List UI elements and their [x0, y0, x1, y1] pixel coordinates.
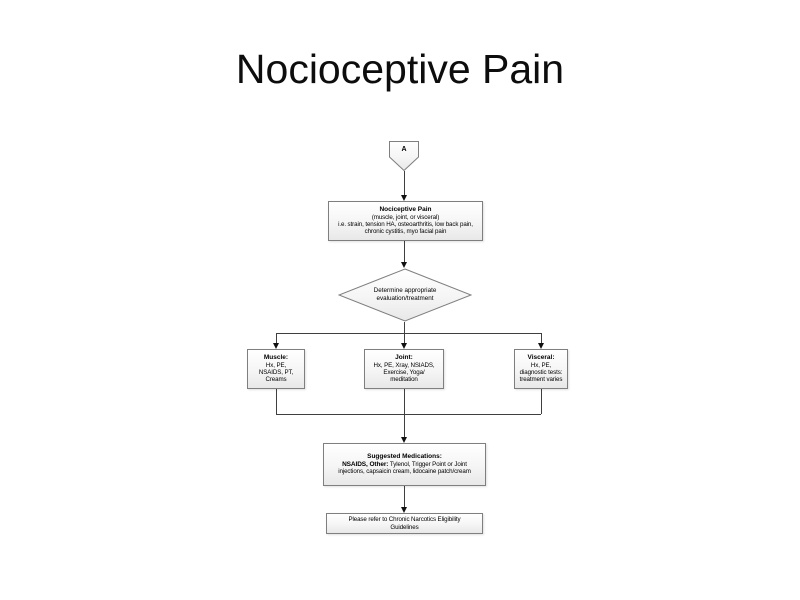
- slide-title: Nocioceptive Pain: [235, 46, 565, 92]
- muscle-box: Muscle: Hx, PE, NSAIDS, PT, Creams: [247, 349, 305, 389]
- box-body: Hx, PE, diagnostic tests: treatment vari…: [519, 361, 563, 384]
- box-heading: Joint:: [395, 354, 413, 362]
- medications-line2-bold: NSAIDS, Other:: [342, 460, 389, 468]
- box-body: (muscle, joint, or visceral) i.e. strain…: [338, 213, 473, 236]
- connector-line: [404, 389, 405, 437]
- suggested-medications-box: Suggested Medications: NSAIDS, Other: Ty…: [323, 443, 486, 486]
- guidelines-box: Please refer to Chronic Narcotics Eligib…: [326, 513, 483, 534]
- connector-line: [276, 333, 541, 334]
- connector-line: [404, 486, 405, 507]
- offpage-connector-a: A: [389, 141, 419, 171]
- connector-line: [276, 389, 277, 414]
- connector-line: [404, 322, 405, 333]
- box-body: Hx, PE, NSAIDS, PT, Creams: [258, 361, 294, 384]
- pentagon-shape: [389, 141, 419, 171]
- arrowhead: [401, 343, 407, 349]
- connector-line: [404, 333, 405, 343]
- connector-line: [404, 241, 405, 262]
- box-heading: Muscle:: [263, 354, 289, 362]
- arrowhead: [401, 195, 407, 201]
- arrowhead: [401, 507, 407, 513]
- joint-box: Joint: Hx, PE, Xray, NSIADS, Exercise, Y…: [364, 349, 444, 389]
- connector-a-label: A: [401, 146, 407, 153]
- arrowhead: [401, 262, 407, 268]
- box-body: Hx, PE, Xray, NSIADS, Exercise, Yoga/ me…: [373, 361, 435, 384]
- arrowhead: [273, 343, 279, 349]
- diamond-shape: [338, 268, 472, 322]
- connector-line: [541, 333, 542, 343]
- box-heading: Suggested Medications:: [367, 453, 442, 461]
- arrowhead: [401, 437, 407, 443]
- decision-label: Determine appropriate evaluation/treatme…: [373, 287, 437, 302]
- connector-line: [541, 389, 542, 414]
- guidelines-label: Please refer to Chronic Narcotics Eligib…: [348, 516, 461, 531]
- medications-line2: NSAIDS, Other: Tylenol, Trigger Point or…: [342, 461, 467, 468]
- connector-line: [404, 171, 405, 195]
- arrowhead: [538, 343, 544, 349]
- connector-line: [276, 333, 277, 343]
- nociceptive-pain-box: Nociceptive Pain (muscle, joint, or visc…: [328, 201, 483, 241]
- box-heading: Visceral:: [527, 354, 555, 362]
- medications-line2-rest: Tylenol, Trigger Point or Joint: [388, 460, 467, 468]
- box-heading: Nociceptive Pain: [379, 206, 432, 214]
- visceral-box: Visceral: Hx, PE, diagnostic tests: trea…: [514, 349, 568, 389]
- connector-line: [276, 414, 541, 415]
- medications-line3: injections, capsaicin cream, lidocaine p…: [338, 468, 471, 476]
- decision-diamond: Determine appropriate evaluation/treatme…: [338, 268, 472, 322]
